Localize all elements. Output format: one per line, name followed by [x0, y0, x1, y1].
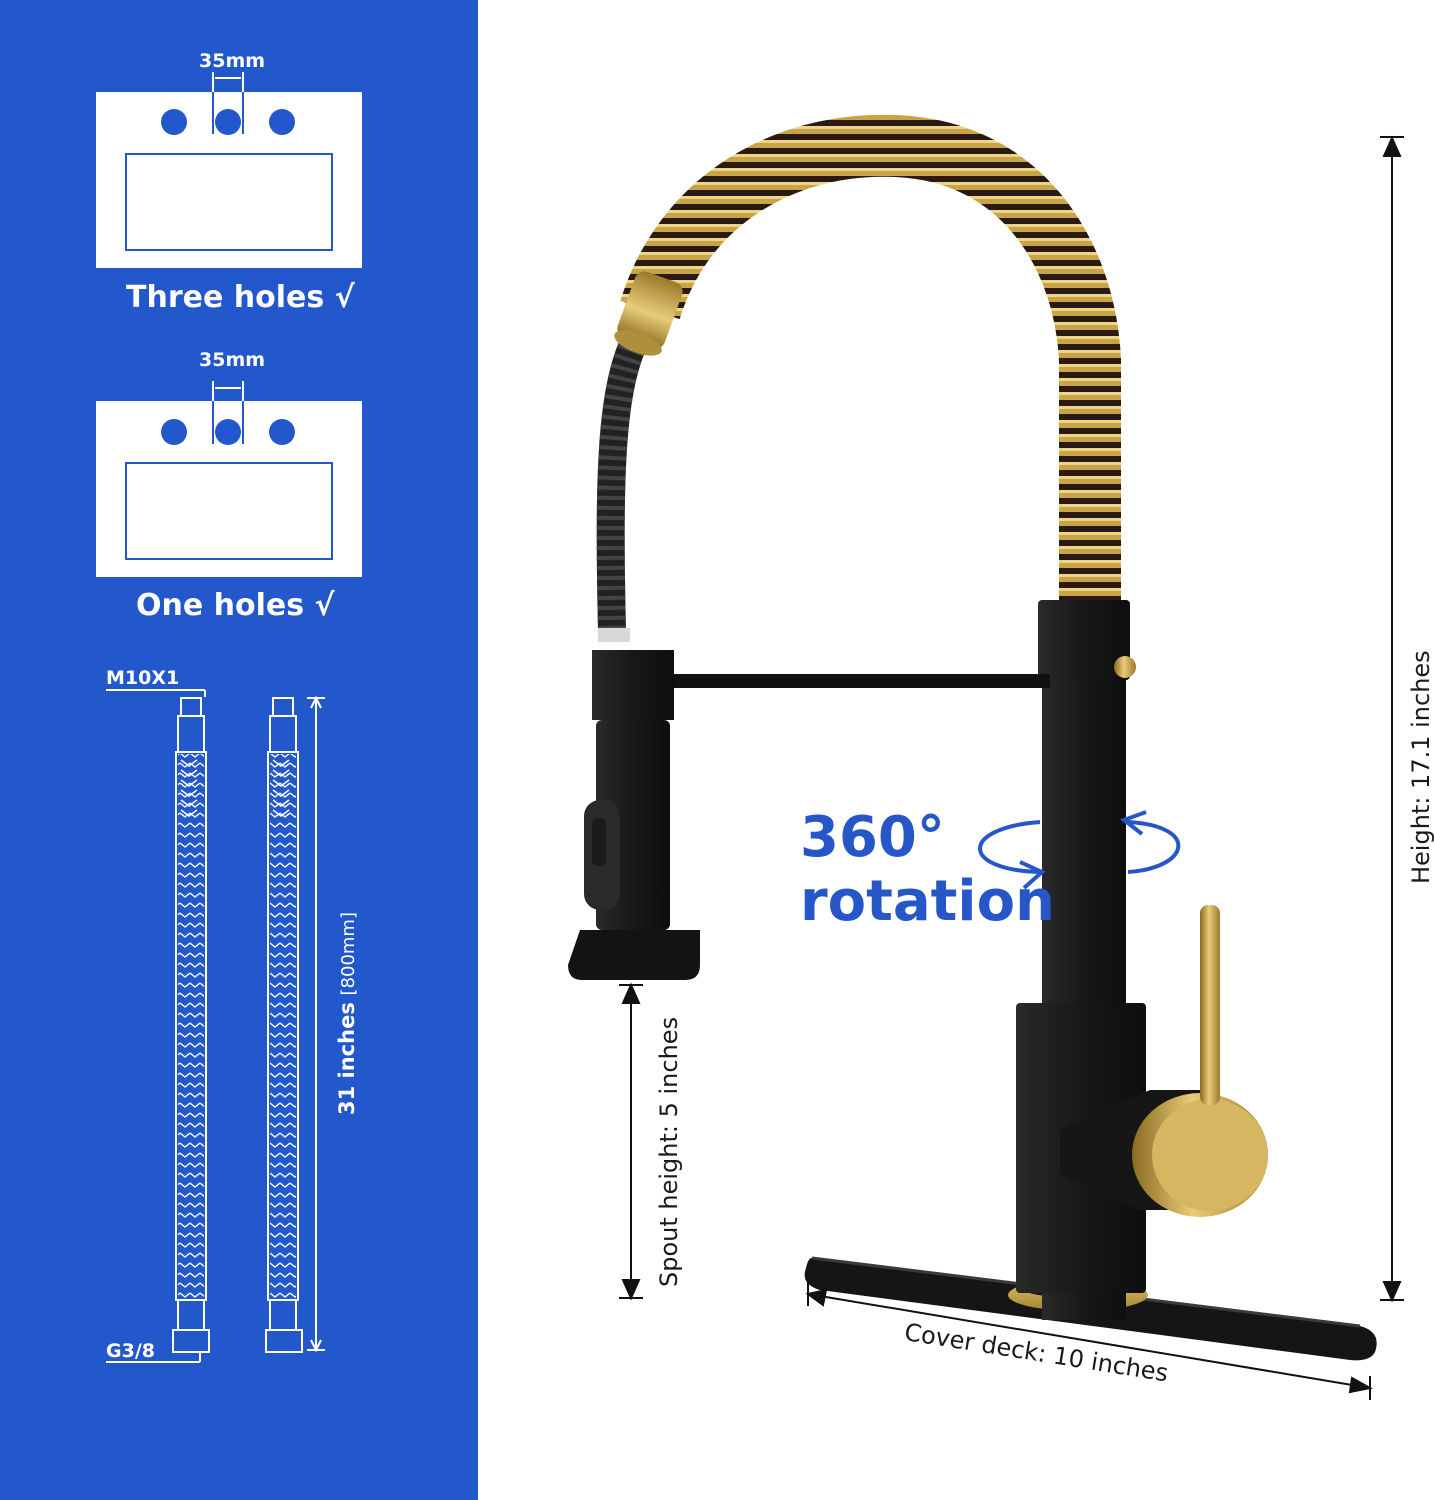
cover-deck-dimension [805, 1282, 1373, 1400]
spring-coil [620, 114, 1121, 610]
one-holes-caption: One holes √ [136, 588, 335, 623]
installation-diagrams [96, 72, 362, 1363]
hole-right-icon [269, 109, 295, 135]
spring-end-cap [614, 271, 683, 356]
three-holes-diagram [96, 72, 362, 268]
rotation-label: rotation [800, 869, 1055, 934]
spray-nozzle [568, 930, 700, 980]
thread-top-label: M10X1 [106, 667, 180, 689]
upper-collar [1038, 600, 1130, 680]
hole-left-icon [161, 109, 187, 135]
sprayer-holder-arm [672, 674, 1050, 688]
rotation-value: 360° [800, 805, 945, 870]
info-panel: 35mm Three holes √ 35mm One holes √ M10X… [0, 0, 478, 1500]
hole-spacing-label: 35mm [199, 349, 266, 371]
three-holes-caption: Three holes √ [126, 280, 355, 315]
hole-right-icon [269, 419, 295, 445]
height-label: Height: 17.1 inches [1407, 650, 1434, 884]
rotation-arrows-icon [978, 810, 1181, 890]
hole-center-icon [215, 109, 241, 135]
thread-bottom-label: G3/8 [106, 1340, 155, 1362]
handle-lever [1200, 905, 1220, 1105]
hole-spacing-label: 35mm [199, 50, 266, 72]
spout-height-label: Spout height: 5 inches [655, 1016, 683, 1287]
spout-height-dimension [619, 982, 643, 1301]
basin-outline [125, 153, 333, 251]
chrome-ring [598, 628, 630, 642]
hole-left-icon [161, 419, 187, 445]
one-hole-diagram [96, 381, 362, 577]
height-dimension [1380, 135, 1404, 1303]
collar-screw [1114, 656, 1136, 678]
sprayer-collar [592, 650, 674, 720]
hole-center-icon [215, 419, 241, 445]
basin-outline [125, 462, 333, 560]
